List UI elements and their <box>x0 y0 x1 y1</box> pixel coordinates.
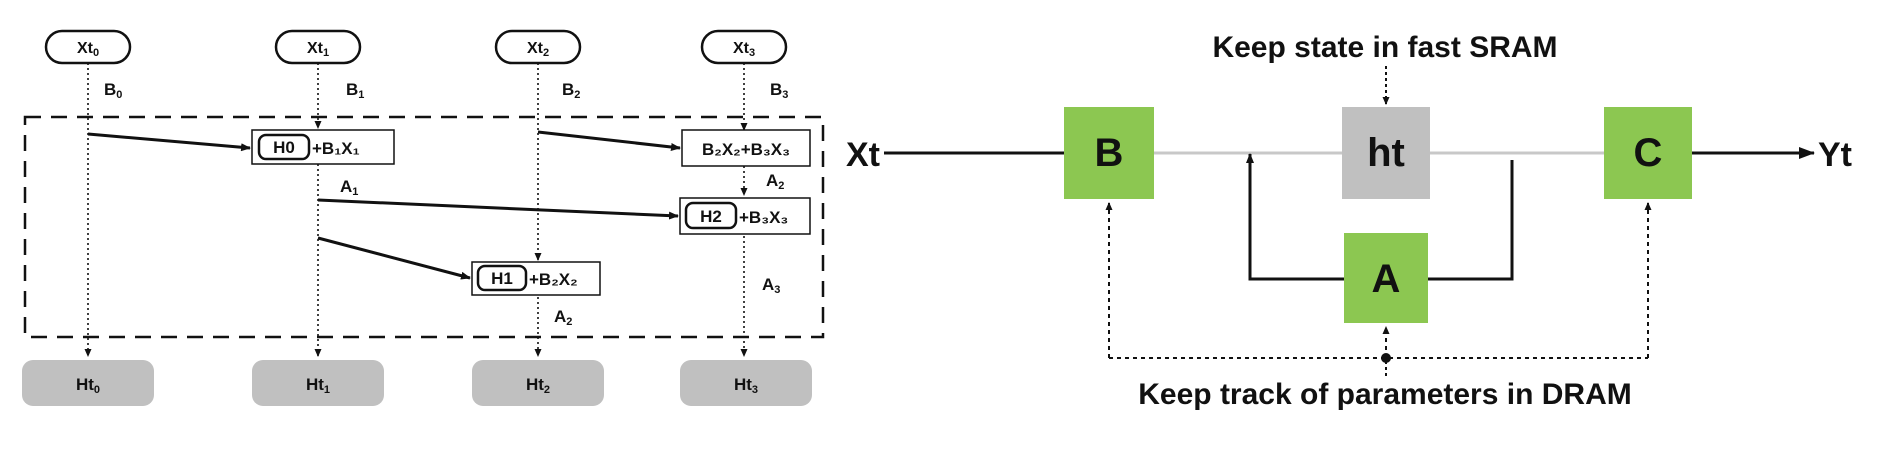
transition-label-a2-right: A2 <box>766 171 784 192</box>
output-label-ht3: Ht3 <box>734 375 758 396</box>
state-label-h1: H1 <box>491 269 513 288</box>
transition-label-a2-bottom: A2 <box>554 307 572 328</box>
weight-label-b2: B2 <box>562 80 580 101</box>
feedback-arrow-a-to-ht <box>1246 153 1344 281</box>
left-recurrence-diagram: Xt0 Xt1 Xt2 Xt3 B0 B1 B2 B3 H0 +B₁X₁ <box>22 29 825 406</box>
input-label-xt0: Xt0 <box>77 40 99 59</box>
right-ssm-hardware-diagram: Keep state in fast SRAM Xt B ht C A Yt K… <box>846 31 1852 411</box>
output-label-ht0: Ht0 <box>76 375 100 396</box>
arrow-to-h2 <box>317 198 679 220</box>
output-yt-label: Yt <box>1818 136 1852 174</box>
input-label-xt1: Xt1 <box>307 40 329 59</box>
block-a <box>1344 233 1428 323</box>
weight-label-b0: B0 <box>104 80 122 101</box>
node-text-b2x2b3x3: B₂X₂+B₃X₃ <box>702 140 790 159</box>
block-ht-label: ht <box>1367 131 1405 175</box>
block-ht <box>1342 107 1430 199</box>
state-box-h2 <box>684 201 738 230</box>
arrow-to-b2x2b3x3 <box>537 130 681 151</box>
arrow-to-h1 <box>317 236 471 280</box>
node-text-b2x2: +B₂X₂ <box>529 270 578 289</box>
output-label-ht1: Ht1 <box>306 375 330 396</box>
output-pill-ht0 <box>22 360 154 406</box>
node-text-b1x1: +B₁X₁ <box>312 139 360 158</box>
input-label-xt2: Xt2 <box>527 40 549 59</box>
output-label-ht2: Ht2 <box>526 375 550 396</box>
block-a-label: A <box>1372 257 1401 301</box>
transition-label-a3: A3 <box>762 275 780 296</box>
caption-dram: Keep track of parameters in DRAM <box>1138 378 1631 411</box>
dram-junction-dot <box>1381 353 1391 363</box>
input-xt-label: Xt <box>846 136 880 174</box>
arrow-h0-to-node1 <box>87 132 251 152</box>
weight-label-b3: B3 <box>770 80 788 101</box>
feedback-line-ht-to-a <box>1428 160 1514 281</box>
output-pill-ht3 <box>680 360 812 406</box>
output-pill-ht1 <box>252 360 384 406</box>
block-b <box>1064 107 1154 199</box>
state-label-h0: H0 <box>273 138 295 157</box>
block-b-label: B <box>1095 131 1124 175</box>
node-b2x2-b3x3 <box>681 129 811 167</box>
weight-label-b1: B1 <box>346 80 364 101</box>
block-c <box>1604 107 1692 199</box>
scan-region-border <box>23 115 825 339</box>
transition-label-a1: A1 <box>340 177 358 198</box>
block-c-label: C <box>1634 131 1663 175</box>
node-text-b3x3: +B₃X₃ <box>739 208 788 227</box>
state-box-h0 <box>257 133 311 161</box>
state-label-h2: H2 <box>700 207 722 226</box>
state-box-h1 <box>476 264 528 292</box>
caption-sram: Keep state in fast SRAM <box>1212 31 1557 64</box>
input-label-xt3: Xt3 <box>733 40 755 59</box>
output-pill-ht2 <box>472 360 604 406</box>
